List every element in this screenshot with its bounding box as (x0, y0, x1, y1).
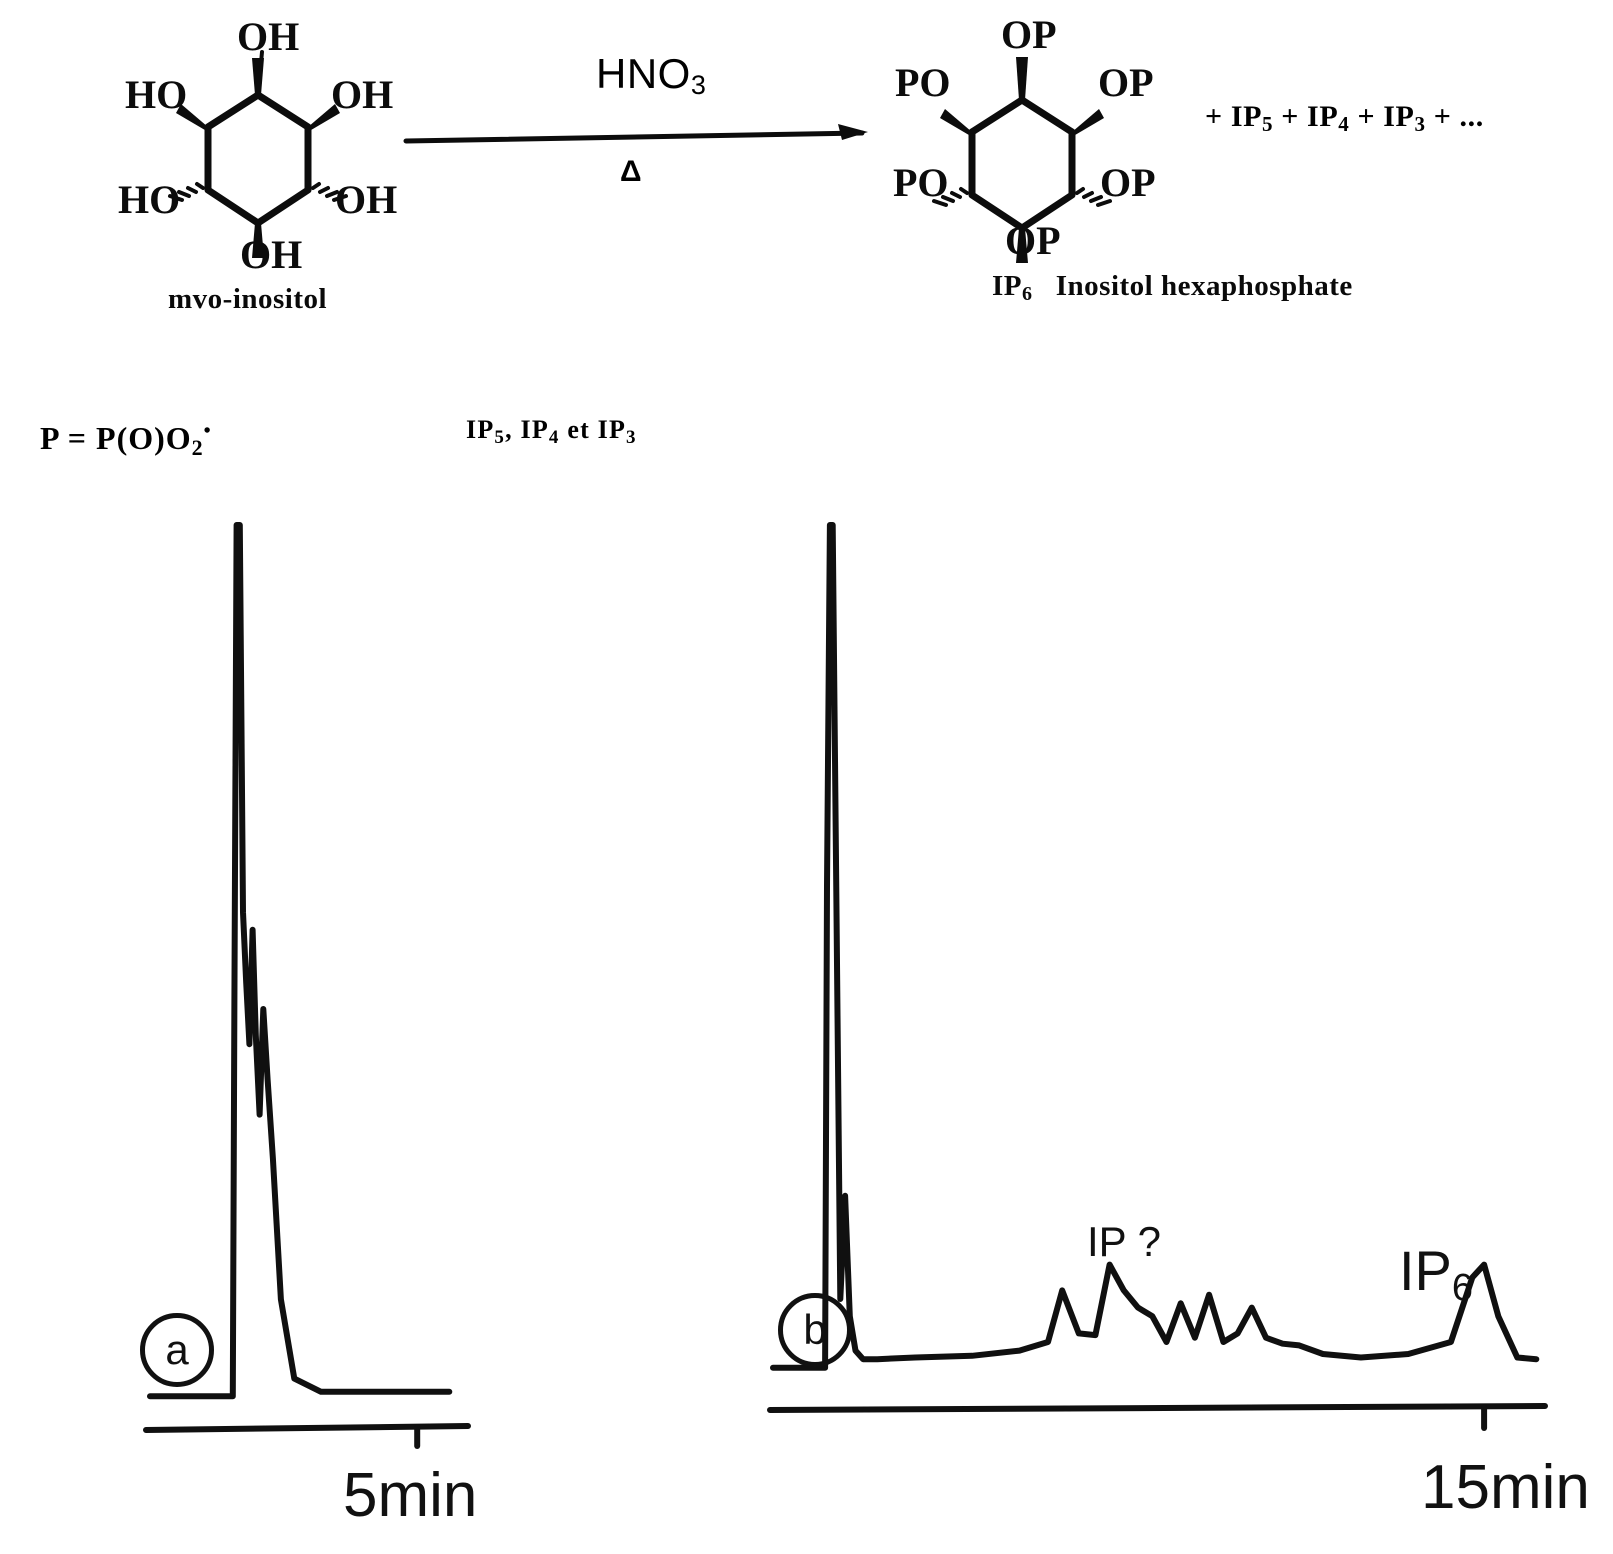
svg-text:HO: HO (118, 177, 180, 222)
chromatogram-b (640, 500, 1613, 1460)
byproduct-label-2: IP (1307, 100, 1339, 133)
byproduct-label-3: IP (1383, 100, 1415, 133)
reagent-formula-subscript: 3 (690, 70, 707, 100)
peak-annotation-ip6: IP6 (1399, 1238, 1473, 1310)
svg-text:PO: PO (893, 160, 949, 205)
peak-annotation-ip6-subscript: 6 (1451, 1267, 1474, 1309)
product-caption: IP6 Inositol hexaphosphate (992, 270, 1353, 306)
panel-label-a: a (140, 1313, 214, 1387)
ip-note-label-1: IP (466, 415, 495, 444)
reagent-label: HNO3 (596, 50, 706, 101)
condition-heat-symbol: Δ (620, 155, 642, 188)
ip-note-tail-1: , (505, 415, 513, 444)
product-caption-symbol: IP (992, 270, 1022, 302)
p-definition-text: P = P(O)O (40, 420, 192, 456)
panel-label-b: b (778, 1293, 852, 1367)
byproduct-sub-1: 5 (1262, 112, 1274, 136)
svg-text:OP: OP (1001, 12, 1057, 57)
ip-note-label-2: IP (520, 415, 549, 444)
chromatogram-b-time-axis (767, 1403, 1548, 1413)
chromatogram-b-trace (770, 522, 1540, 1371)
svg-text:OP: OP (1098, 60, 1154, 105)
chromatogram-b-time-label: 15min (1421, 1453, 1590, 1522)
ip-note-sub-3: 3 (626, 427, 637, 448)
svg-text:OH: OH (331, 72, 393, 117)
byproduct-plus-4: + (1433, 100, 1452, 133)
byproduct-sub-3: 3 (1414, 112, 1426, 136)
byproduct-ellipsis: ... (1459, 100, 1484, 133)
p-group-definition: P = P(O)O2• (40, 420, 212, 461)
byproduct-plus-3: + (1357, 100, 1376, 133)
ip-family-note: IP5, IP4 et IP3 (466, 415, 637, 449)
svg-text:OP: OP (1005, 218, 1061, 263)
chromatogram-a-time-label: 5min (343, 1461, 478, 1530)
byproduct-label-1: IP (1230, 100, 1263, 133)
svg-text:OH: OH (237, 14, 299, 59)
ip-note-label-3: IP (597, 415, 627, 444)
byproduct-sub-2: 4 (1338, 112, 1350, 136)
chromatogram-a-trace (147, 522, 453, 1400)
ip-note-conjunction: et (567, 415, 590, 444)
chromatogram-a (0, 500, 560, 1460)
byproduct-plus-2: + (1281, 100, 1299, 133)
reaction-scheme: OH HO OH HO OH OH OP PO OP PO OP OP (0, 0, 1613, 340)
byproducts-label: + IP5 + IP4 + IP3 + ... (1205, 100, 1484, 137)
ip-note-sub-1: 5 (494, 427, 506, 448)
product-caption-subscript: 6 (1022, 283, 1033, 305)
svg-text:PO: PO (895, 60, 951, 105)
reactant-caption: mvo-inositol (168, 283, 328, 315)
peak-annotation-ip6-label: IP (1399, 1239, 1452, 1302)
p-definition-subscript: 2 (191, 435, 204, 460)
svg-text:OH: OH (240, 232, 302, 277)
reagent-formula: HNO (596, 50, 691, 97)
ip-note-sub-2: 4 (548, 427, 560, 448)
svg-text:HO: HO (125, 72, 187, 117)
peak-annotation-ip-unknown: IP ? (1087, 1218, 1161, 1265)
product-caption-name: Inositol hexaphosphate (1055, 270, 1353, 302)
chromatogram-a-time-axis (143, 1423, 471, 1433)
svg-text:OH: OH (335, 177, 397, 222)
svg-text:OP: OP (1100, 160, 1156, 205)
byproduct-plus-1: + (1205, 100, 1223, 133)
p-definition-charge: • (203, 420, 212, 442)
